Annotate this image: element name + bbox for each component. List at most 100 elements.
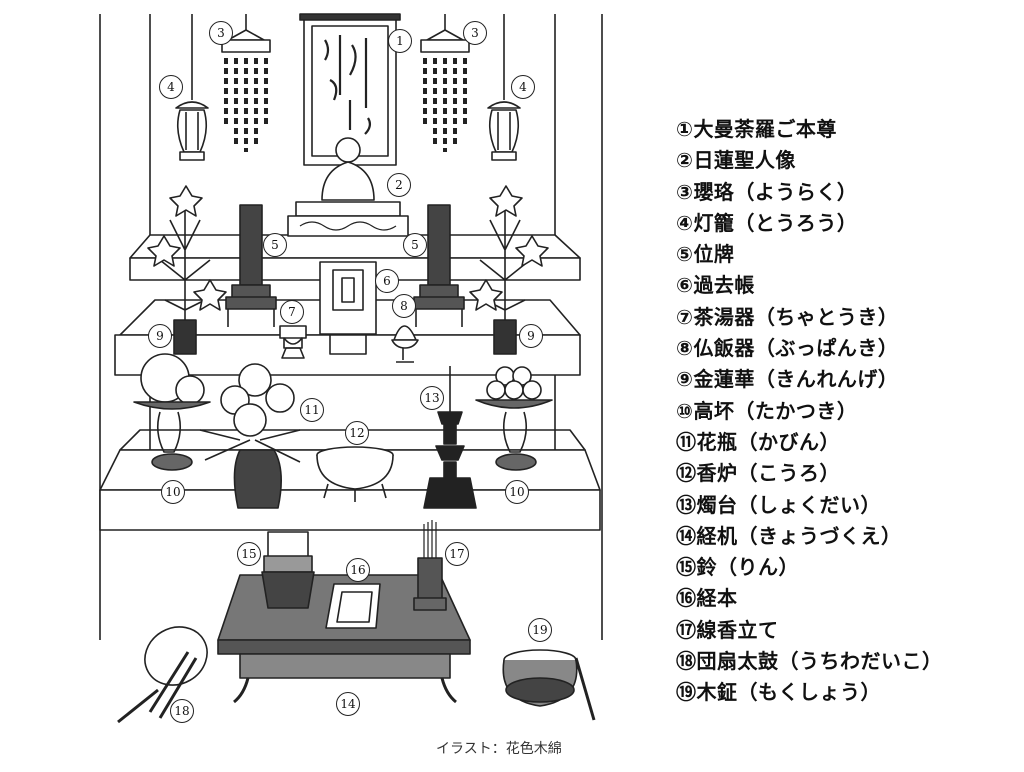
legend-label: 香炉（こうろ）: [696, 461, 840, 486]
legend-marker: ②: [676, 148, 694, 173]
lantern-right: [487, 14, 521, 161]
callout-3-right: 3: [463, 21, 487, 45]
legend-item: ⑮鈴（りん）: [676, 552, 1016, 583]
rin-bell: [261, 531, 315, 609]
legend-label: 瓔珞（ようらく）: [693, 179, 858, 204]
legend-label: 位牌: [693, 242, 735, 267]
callout-7: 7: [280, 300, 304, 324]
kyohon-book: [325, 583, 381, 629]
legend-label: 団扇太鼓（うちわだいこ）: [696, 649, 943, 674]
nichiren-statue: [287, 137, 409, 237]
legend-item: ⑭経机（きょうづくえ）: [676, 521, 1016, 552]
legend-marker: ⑮: [676, 555, 697, 580]
legend-marker: ⑭: [676, 523, 697, 548]
callout-10-right: 10: [505, 480, 529, 504]
legend-label: 経本: [696, 586, 738, 611]
takatsuki-right: [475, 366, 553, 471]
legend-marker: ⑲: [676, 680, 697, 705]
legend-marker: ⑤: [676, 242, 694, 267]
callout-3-left: 3: [209, 21, 233, 45]
callout-19: 19: [528, 618, 552, 642]
legend-item: ⑩高坏（たかつき）: [676, 396, 1016, 427]
callout-4-right: 4: [511, 75, 535, 99]
legend-marker: ⑧: [676, 336, 694, 361]
legend-label: 仏飯器（ぶっぱんき）: [693, 336, 899, 361]
lantern-left: [175, 14, 209, 161]
legend-marker: ⑬: [676, 492, 697, 517]
callout-15: 15: [237, 542, 261, 566]
kinrenge-right: [469, 185, 549, 355]
legend-item: ②日蓮聖人像: [676, 145, 1016, 176]
ihai-right: [413, 204, 465, 327]
legend-label: 大曼荼羅ご本尊: [693, 117, 837, 141]
legend-marker: ⑰: [676, 617, 697, 642]
legend-marker: ①: [676, 117, 694, 141]
legend-item: ⑲木鉦（もくしょう）: [676, 677, 1016, 708]
cabinet: [99, 14, 603, 640]
legend-marker: ③: [676, 179, 694, 204]
legend-label: 燭台（しょくだい）: [696, 492, 881, 517]
koro-incense-burner: [316, 446, 394, 502]
senko-tate: [413, 520, 447, 611]
legend-marker: ⑱: [676, 649, 697, 674]
callout-2: 2: [387, 173, 411, 197]
legend-label: 灯籠（とうろう）: [693, 210, 858, 235]
callout-17: 17: [445, 542, 469, 566]
callout-12: 12: [345, 421, 369, 445]
callout-9-right: 9: [519, 324, 543, 348]
callout-5-right: 5: [403, 233, 427, 257]
legend-item: ⑦茶湯器（ちゃとうき）: [676, 302, 1016, 333]
chatoki-cup: [279, 325, 307, 359]
illustration-credit: イラスト：花色木綿: [436, 741, 562, 757]
legend-item: ⑬燭台（しょくだい）: [676, 490, 1016, 521]
legend-item: ⑥過去帳: [676, 270, 1016, 301]
legend-label: 過去帳: [693, 273, 755, 298]
legend-label: 金蓮華（きんれんげ）: [693, 367, 899, 392]
callout-6: 6: [375, 269, 399, 293]
legend-item: ⑨金蓮華（きんれんげ）: [676, 364, 1016, 395]
callout-14: 14: [336, 692, 360, 716]
legend-marker: ⑪: [676, 429, 697, 454]
callout-1: 1: [388, 29, 412, 53]
legend-label: 日蓮聖人像: [693, 148, 796, 173]
legend-label: 木鉦（もくしょう）: [696, 680, 881, 705]
legend-label: 花瓶（かびん）: [696, 429, 840, 454]
legend-marker: ④: [676, 210, 694, 235]
takatsuki-left: [133, 353, 211, 471]
yoraku-pendant-left: [221, 14, 271, 152]
callout-5-left: 5: [263, 233, 287, 257]
mokusho: [502, 649, 596, 721]
shokudai-candlestand: [423, 366, 477, 509]
uchiwa-daiko: [117, 626, 208, 724]
legend-marker: ⑥: [676, 273, 694, 298]
callout-18: 18: [170, 699, 194, 723]
kakocho-stand: [319, 261, 377, 355]
legend-list: ①大曼荼羅ご本尊 ②日蓮聖人像 ③瓔珞（ようらく） ④灯籠（とうろう） ⑤位牌 …: [676, 114, 1016, 709]
legend-label: 経机（きょうづくえ）: [696, 523, 902, 548]
ihai-left: [225, 204, 277, 327]
legend-item: ⑰線香立て: [676, 615, 1016, 646]
legend-item: ③瓔珞（ようらく）: [676, 177, 1016, 208]
buppanki-bowl: [391, 325, 419, 363]
callout-13: 13: [420, 386, 444, 410]
kabin-vase: [199, 363, 301, 509]
callout-16: 16: [346, 558, 370, 582]
legend-marker: ⑯: [676, 586, 697, 611]
callout-9-left: 9: [148, 324, 172, 348]
legend-item: ⑤位牌: [676, 239, 1016, 270]
legend-item: ⑪花瓶（かびん）: [676, 427, 1016, 458]
legend-item: ⑫香炉（こうろ）: [676, 458, 1016, 489]
callout-8: 8: [392, 294, 416, 318]
callout-4-left: 4: [159, 75, 183, 99]
legend-item: ⑯経本: [676, 583, 1016, 614]
callout-10-left: 10: [161, 480, 185, 504]
legend-marker: ⑩: [676, 398, 694, 423]
legend-marker: ⑦: [676, 304, 694, 329]
legend-item: ⑧仏飯器（ぶっぱんき）: [676, 333, 1016, 364]
legend-label: 茶湯器（ちゃとうき）: [693, 304, 899, 329]
legend-label: 線香立て: [696, 617, 779, 642]
legend-marker: ⑫: [676, 461, 697, 486]
legend-item: ⑱団扇太鼓（うちわだいこ）: [676, 646, 1016, 677]
